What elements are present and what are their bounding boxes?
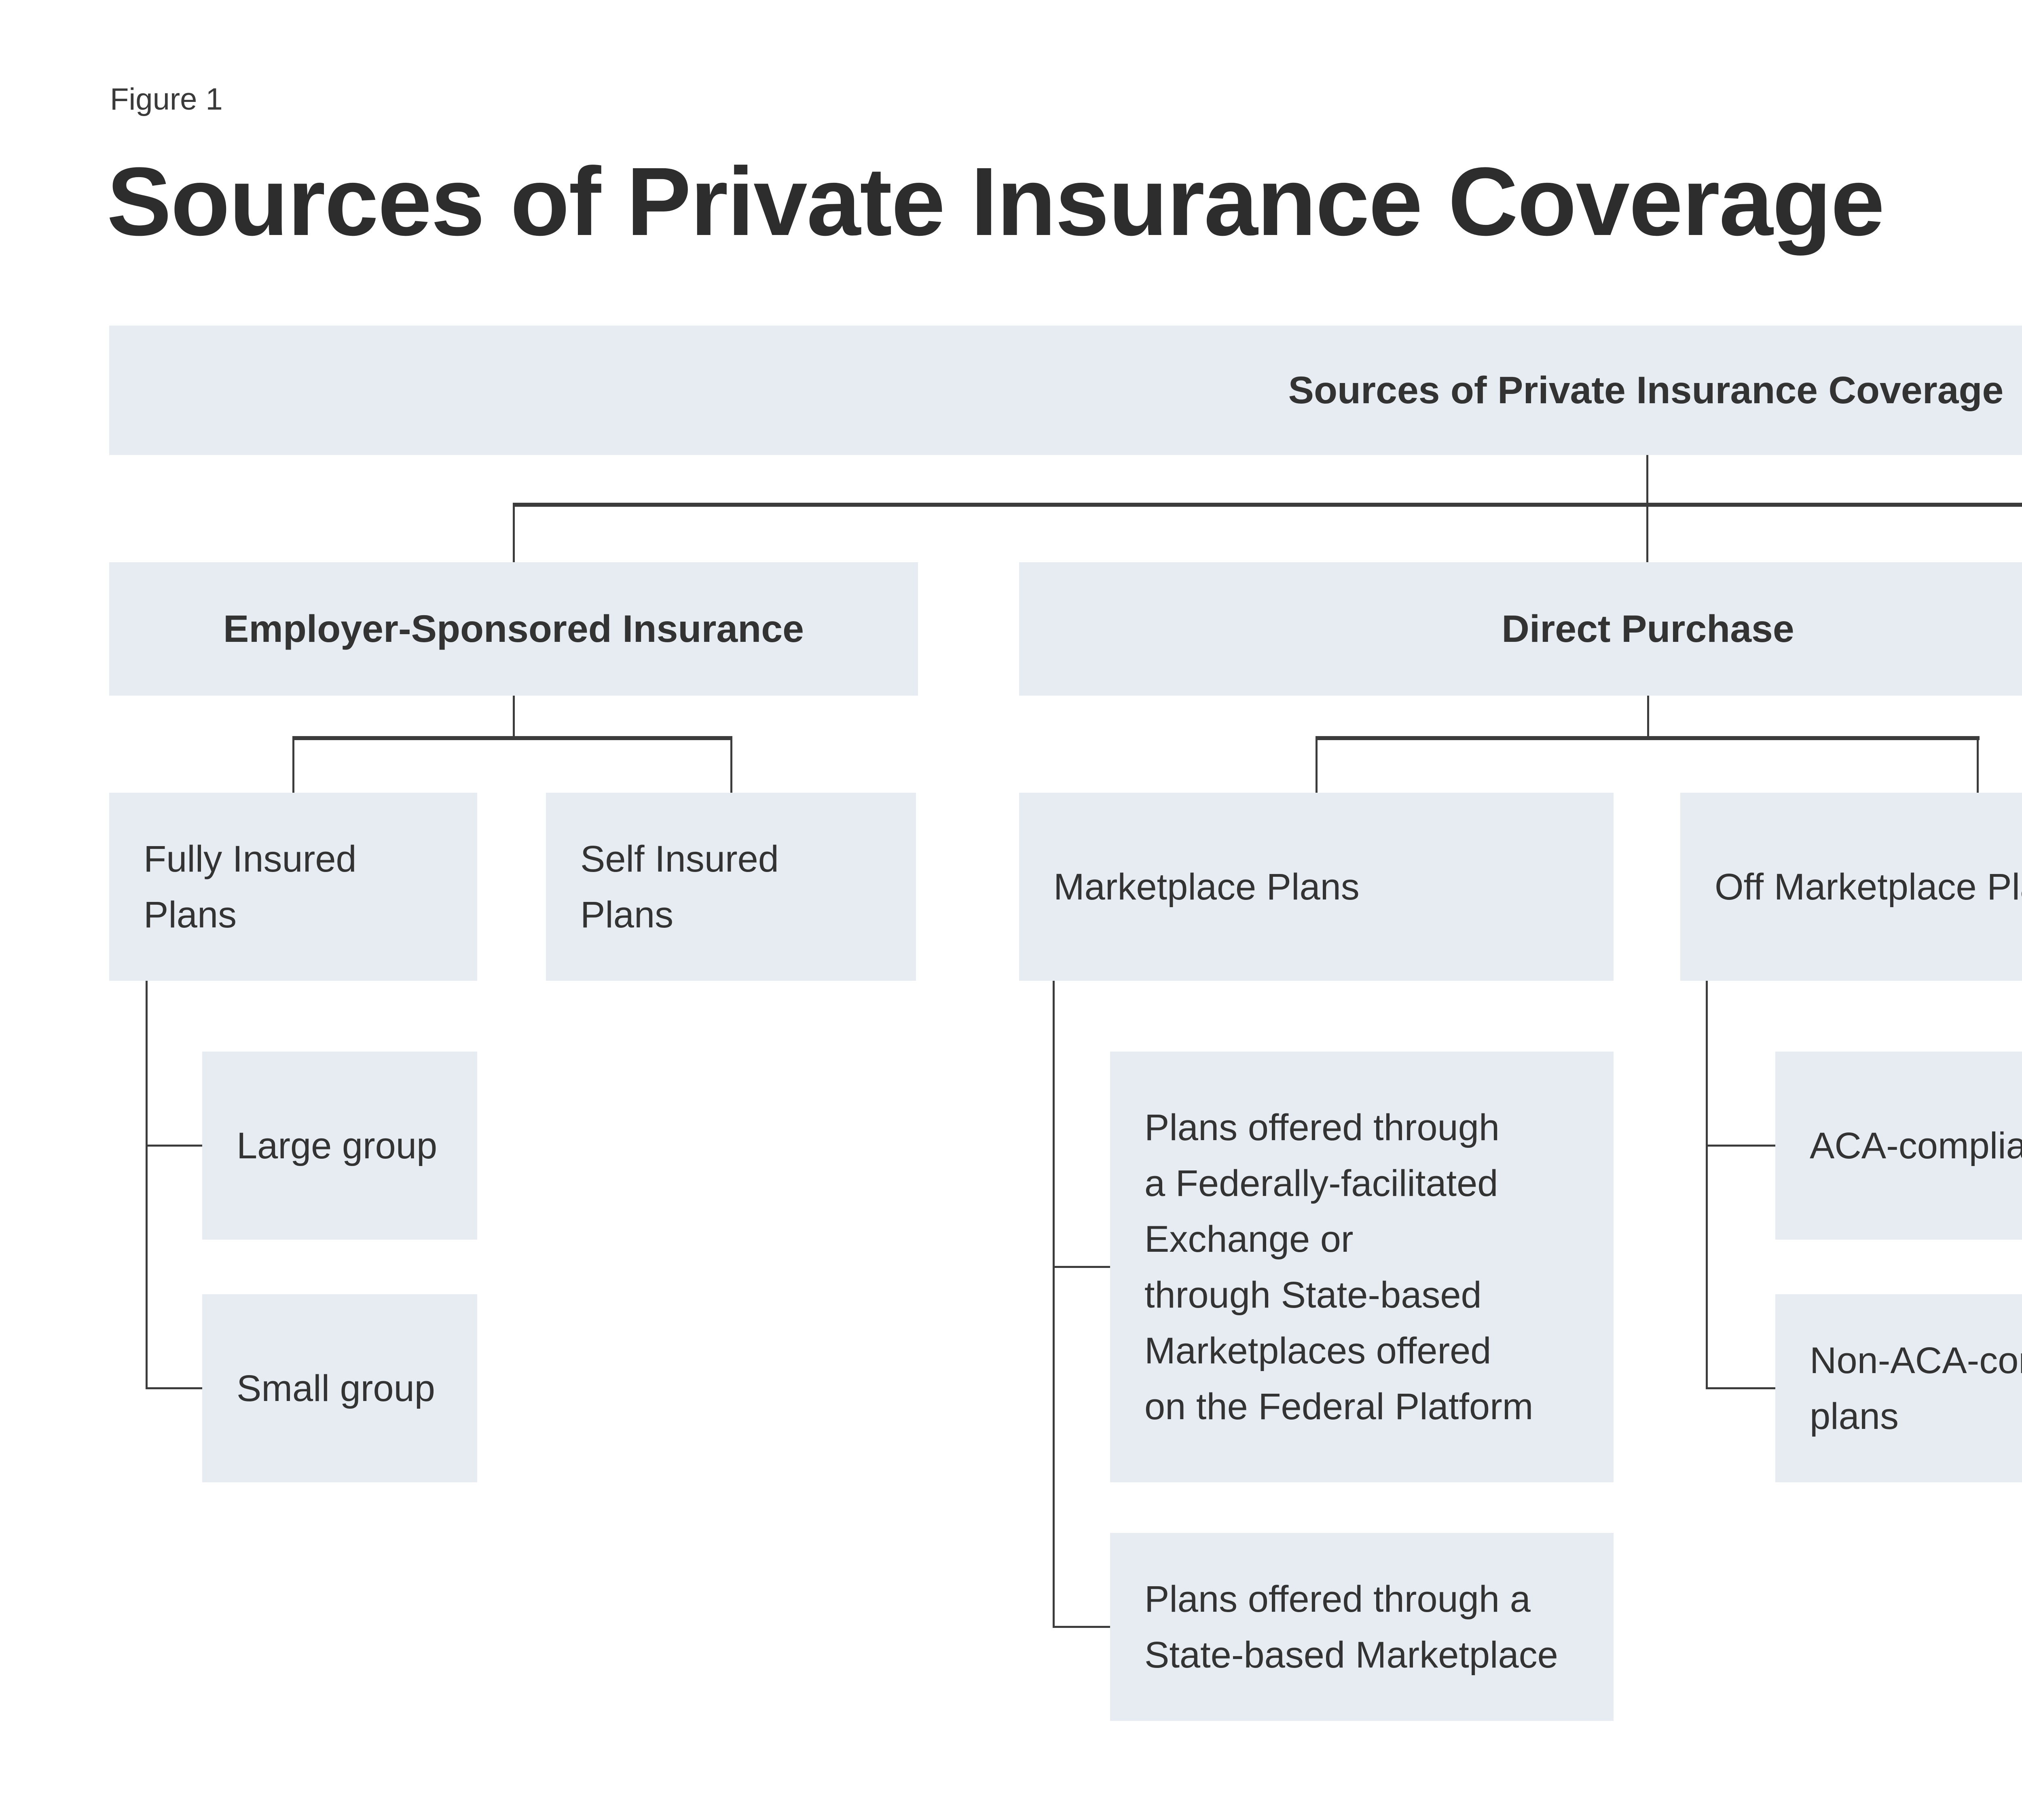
- connector-dp-drop: [1647, 696, 1649, 738]
- connector-off-marketplace-rail: [1706, 981, 1708, 1389]
- connector-root-horizontal: [513, 503, 2022, 507]
- connector-esi-drop: [513, 696, 515, 738]
- node-self-insured-plans: Self Insured Plans: [546, 793, 916, 981]
- node-non-aca-compliant-plans: Non-ACA-compliant plans: [1775, 1294, 2022, 1482]
- node-direct-purchase: Direct Purchase: [1019, 562, 2022, 696]
- node-root-sources-of-private-insurance: Sources of Private Insurance Coverage: [109, 326, 2022, 455]
- node-off-marketplace-plans: Off Marketplace Plans: [1680, 793, 2022, 981]
- connector-root-stub-direct-purchase: [1646, 505, 1648, 562]
- connector-elbow-ffe: [1053, 1266, 1110, 1268]
- node-small-group: Small group: [202, 1294, 477, 1482]
- connector-elbow-sbm: [1053, 1626, 1110, 1628]
- connector-dp-stub-off-marketplace: [1977, 738, 1979, 793]
- node-federally-facilitated-exchange-plans: Plans offered through a Federally-facili…: [1110, 1052, 1614, 1482]
- connector-elbow-small-group: [146, 1387, 202, 1389]
- figure-number-label: Figure 1: [110, 82, 223, 116]
- connector-dp-horizontal: [1316, 736, 1980, 740]
- connector-elbow-aca: [1706, 1145, 1775, 1147]
- connector-root-stub-esi: [513, 505, 515, 562]
- connector-elbow-large-group: [146, 1145, 202, 1147]
- connector-esi-horizontal: [292, 736, 732, 740]
- connector-fully-insured-rail: [146, 981, 148, 1389]
- node-aca-compliant-plans: ACA-compliant plans: [1775, 1052, 2022, 1240]
- node-large-group: Large group: [202, 1052, 477, 1240]
- connector-esi-stub-self-insured: [730, 738, 732, 793]
- connector-root-drop: [1646, 455, 1648, 506]
- connector-elbow-non-aca: [1706, 1387, 1775, 1389]
- connector-marketplace-rail: [1053, 981, 1055, 1628]
- connector-esi-stub-fully-insured: [292, 738, 294, 793]
- node-fully-insured-plans: Fully Insured Plans: [109, 793, 477, 981]
- node-state-based-marketplace-plans: Plans offered through a State-based Mark…: [1110, 1533, 1614, 1721]
- node-employer-sponsored-insurance: Employer-Sponsored Insurance: [109, 562, 918, 696]
- page-title: Sources of Private Insurance Coverage: [107, 147, 1885, 256]
- connector-dp-stub-marketplace: [1316, 738, 1318, 793]
- node-marketplace-plans: Marketplace Plans: [1019, 793, 1614, 981]
